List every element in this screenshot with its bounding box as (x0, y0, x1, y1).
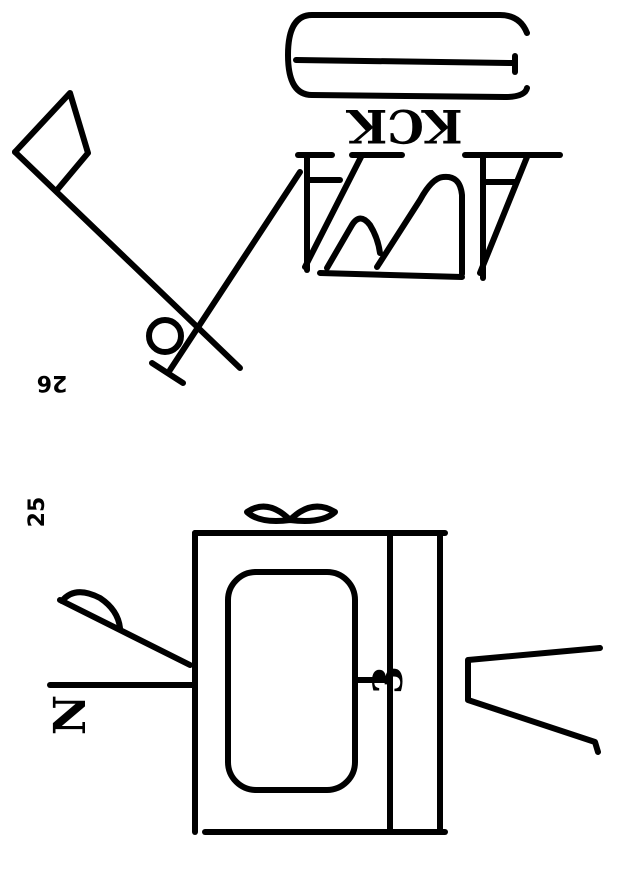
mountain-small (324, 215, 383, 271)
hat-line (57, 597, 193, 668)
figure-25: 25 3 N (25, 497, 603, 835)
pole-foot (149, 360, 186, 386)
bow-icon (244, 503, 338, 524)
capsule-outline (285, 12, 530, 100)
base-line (317, 270, 465, 280)
hat-dome (59, 589, 123, 631)
flag-pole (12, 149, 243, 371)
figure-number-25: 25 (25, 497, 50, 528)
ring-circle (146, 317, 184, 355)
letter-n: N (45, 695, 96, 735)
stand-legs (465, 645, 603, 755)
capsule-inner-line (293, 57, 515, 66)
figure-number-26: 26 (37, 370, 68, 395)
pole-line (167, 169, 303, 373)
mountain-large (374, 173, 465, 277)
kck-lettering: KCK (345, 99, 462, 153)
flag-icon (12, 90, 91, 193)
left-a-diagonal (302, 152, 365, 270)
screen-rect (225, 569, 358, 793)
right-a-diagonal (477, 154, 530, 276)
digit-3: 3 (365, 666, 412, 694)
figure-26: KCK 26 (12, 12, 563, 395)
